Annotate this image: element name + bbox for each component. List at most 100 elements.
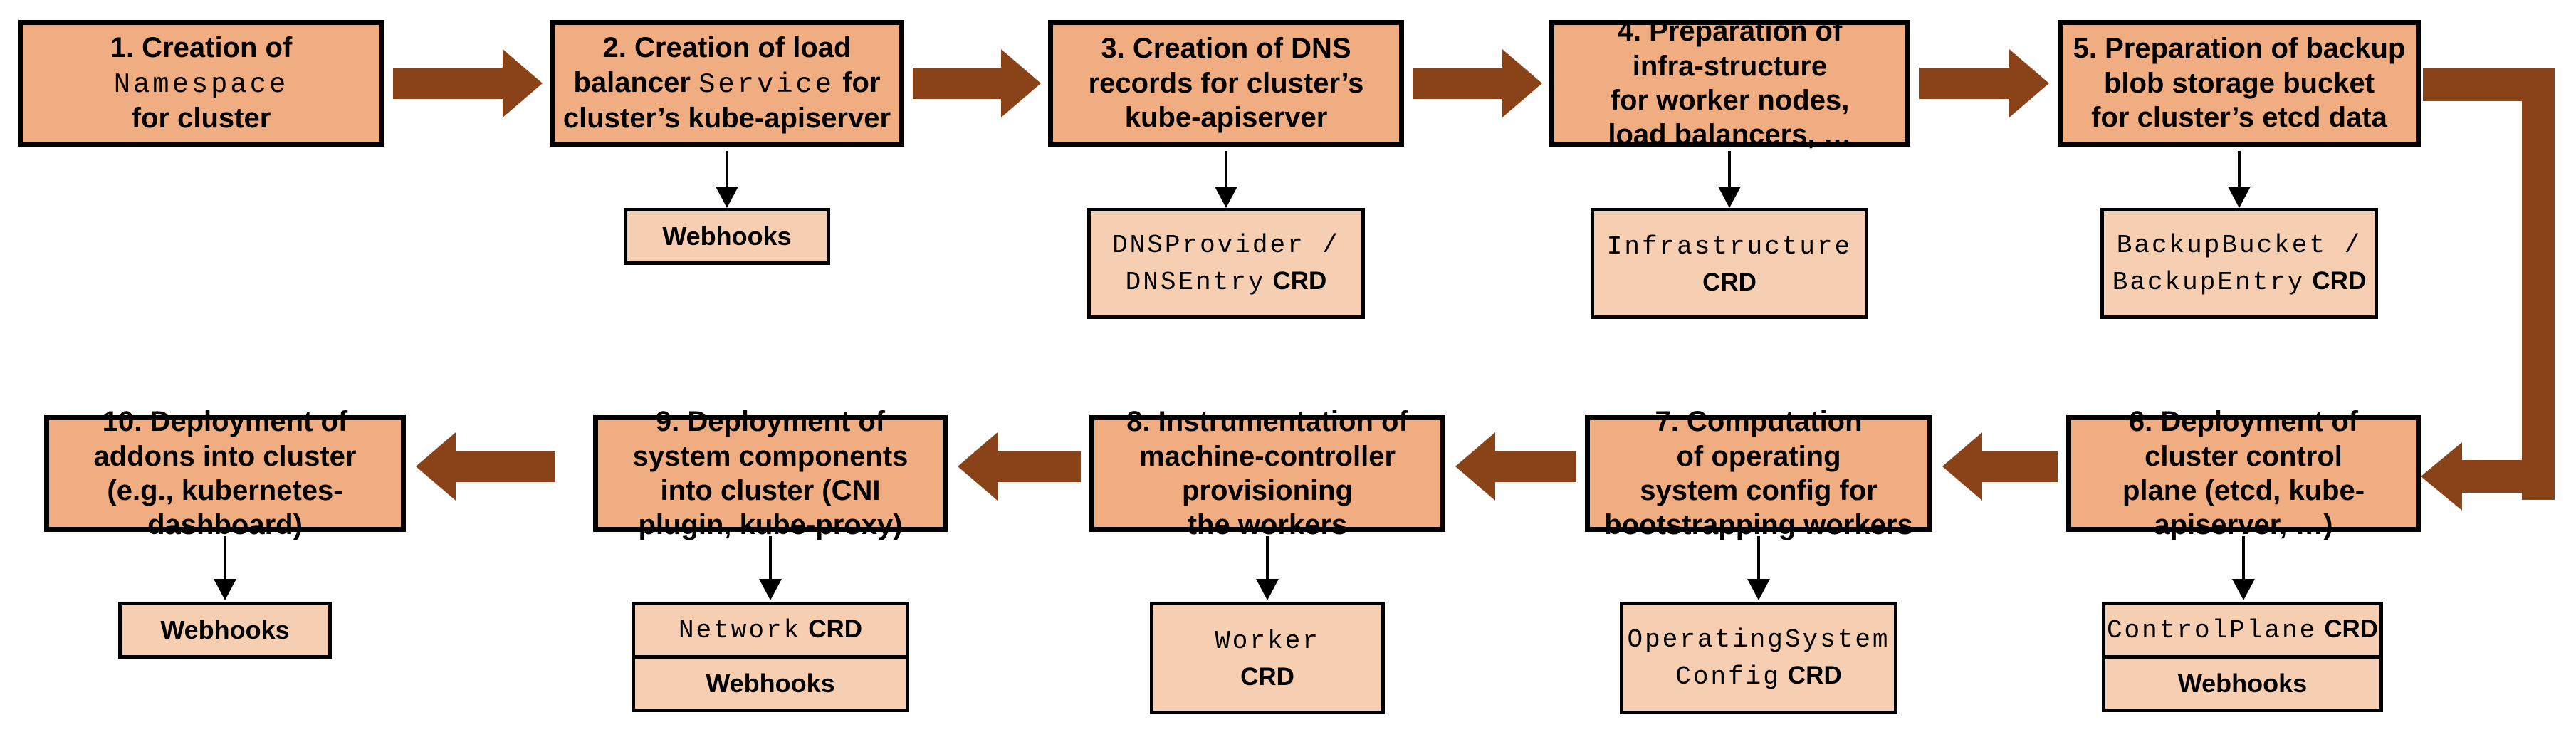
step-3-title: 3. Creation of DNS records for cluster’s… (1069, 31, 1383, 135)
infrastructure-label: Infrastructure (1606, 231, 1853, 261)
arrow-head-left (1942, 432, 1982, 501)
arrow-head-right (1001, 49, 1041, 117)
network-label: Network (678, 616, 802, 646)
connector-line-step-9 (769, 536, 772, 580)
backup-line2: BackupEntry (2112, 268, 2305, 297)
connector-line-step-5 (2238, 151, 2241, 188)
backup-crd-text: BackupBucket / BackupEntry CRD (2112, 226, 2366, 300)
connector-arrowhead-step-9 (759, 579, 782, 600)
step-6-title: 6. Deployment of cluster control plane (… (2083, 404, 2404, 543)
crd-label: CRD (808, 615, 863, 644)
flow-arrow-3-to-4 (1413, 49, 1542, 117)
worker-label: Worker (1215, 626, 1320, 656)
webhooks-box-step-9: Webhooks (635, 655, 906, 709)
controlplane-stack: ControlPlane CRD Webhooks (2102, 602, 2383, 712)
arrow-head-left (1455, 432, 1495, 501)
backup-crd-box: BackupBucket / BackupEntry CRD (2100, 208, 2378, 319)
flow-arrow-4-to-5 (1919, 49, 2049, 117)
wrap-arrow-vertical-segment (2522, 68, 2555, 500)
arrow-body (996, 451, 1081, 482)
crd-label: CRD (2324, 615, 2379, 644)
arrow-body (1494, 451, 1576, 482)
connector-arrowhead-step-7 (1747, 579, 1770, 600)
connector-arrowhead-step-8 (1256, 579, 1279, 600)
step-6-box: 6. Deployment of cluster control plane (… (2066, 406, 2421, 540)
step-10-title: 10. Deployment of addons into cluster (e… (68, 404, 382, 543)
step-1-mono-text: Namespace (113, 68, 289, 100)
step-2-box: 2. Creation of load balancer Service for… (550, 20, 904, 147)
connector-arrowhead-step-3 (1215, 187, 1237, 208)
arrow-head-right (2009, 49, 2049, 117)
step-2-mono-text: Service (698, 68, 835, 100)
step-5-text: 5. Preparation of backup blob storage bu… (2073, 33, 2406, 134)
crd-label: CRD (2312, 267, 2367, 295)
network-crd-text: Network CRD (679, 612, 862, 649)
arrow-body (393, 68, 504, 99)
step-9-text: 9. Deployment of system components into … (632, 406, 909, 541)
step-5-title: 5. Preparation of backup blob storage bu… (2070, 31, 2409, 135)
step-10-box: 10. Deployment of addons into cluster (e… (44, 406, 406, 540)
arrow-body (1413, 68, 1504, 99)
arrow-body (1981, 451, 2058, 482)
dns-crd-box: DNSProvider /DNSEntry CRD (1087, 208, 1365, 319)
arrow-body (1919, 68, 2011, 99)
step-6-text: 6. Deployment of cluster control plane (… (2122, 406, 2365, 541)
wrap-arrow-head-left (2421, 442, 2462, 511)
arrow-head-left (958, 432, 998, 501)
step-4-text: 4. Preparation of infra-structure for wo… (1608, 16, 1852, 151)
flow-arrow-9-to-10 (416, 432, 555, 501)
webhooks-label: Webhooks (662, 221, 792, 251)
network-stack: Network CRD Webhooks (632, 602, 909, 712)
step-7-box: 7. Computation of operating system confi… (1585, 406, 1932, 540)
step-4-title: 4. Preparation of infra-structure for wo… (1563, 14, 1897, 152)
connector-arrowhead-step-6 (2232, 579, 2255, 600)
flow-arrow-2-to-3 (913, 49, 1041, 117)
connector-line-step-7 (1757, 536, 1760, 580)
step-3-box: 3. Creation of DNS records for cluster’s… (1048, 20, 1404, 147)
arrow-head-right (1502, 49, 1542, 117)
webhooks-box-step-2: Webhooks (624, 208, 830, 265)
os-line2: Config (1675, 662, 1781, 691)
backup-line1: BackupBucket / (2116, 231, 2362, 261)
wrap-arrow-bottom-segment (2461, 460, 2530, 493)
dns-crd-text: DNSProvider /DNSEntry CRD (1112, 226, 1340, 300)
step-8-box: 8. Instrumentation of machine-controller… (1089, 406, 1445, 540)
step-8-title: 8. Instrumentation of machine-controller… (1100, 404, 1435, 543)
step-1-box: 1. Creation of Namespace for cluster (18, 20, 384, 147)
step-5-box: 5. Preparation of backup blob storage bu… (2058, 20, 2421, 147)
step-2-title: 2. Creation of load balancer Service for… (562, 31, 891, 136)
controlplane-label: ControlPlane (2106, 616, 2318, 646)
flow-arrow-1-to-2 (393, 49, 543, 117)
controlplane-crd-text: ControlPlane CRD (2107, 612, 2378, 649)
arrow-body (454, 451, 555, 482)
step-9-box: 9. Deployment of system components into … (593, 406, 948, 540)
connector-line-step-2 (726, 151, 728, 188)
connector-line-step-8 (1266, 536, 1269, 580)
connector-arrowhead-step-2 (716, 187, 738, 208)
dns-line1: DNSProvider / (1112, 231, 1340, 261)
connector-line-step-10 (224, 536, 226, 580)
arrow-head-right (503, 49, 543, 117)
step-10-text: 10. Deployment of addons into cluster (e… (93, 406, 357, 541)
connector-line-step-6 (2242, 536, 2245, 580)
crd-label: CRD (1272, 267, 1327, 295)
network-crd-box: Network CRD (635, 605, 906, 655)
step-2-text-post: for cluster’s kube-apiserver (562, 66, 891, 135)
webhooks-box-step-6: Webhooks (2105, 655, 2379, 709)
step-1-text-post: for cluster (131, 103, 271, 135)
connector-arrowhead-step-4 (1718, 187, 1741, 208)
controlplane-crd-box: ControlPlane CRD (2105, 605, 2379, 655)
flow-arrow-8-to-9 (958, 432, 1081, 501)
webhooks-label: Webhooks (160, 615, 290, 644)
step-2-text: 2. Creation of load balancer (573, 32, 852, 98)
crd-label: CRD (1702, 268, 1756, 296)
flow-arrow-6-to-7 (1942, 432, 2058, 501)
arrow-head-left (416, 432, 456, 501)
flow-arrow-7-to-8 (1455, 432, 1576, 501)
webhooks-label: Webhooks (706, 669, 835, 698)
